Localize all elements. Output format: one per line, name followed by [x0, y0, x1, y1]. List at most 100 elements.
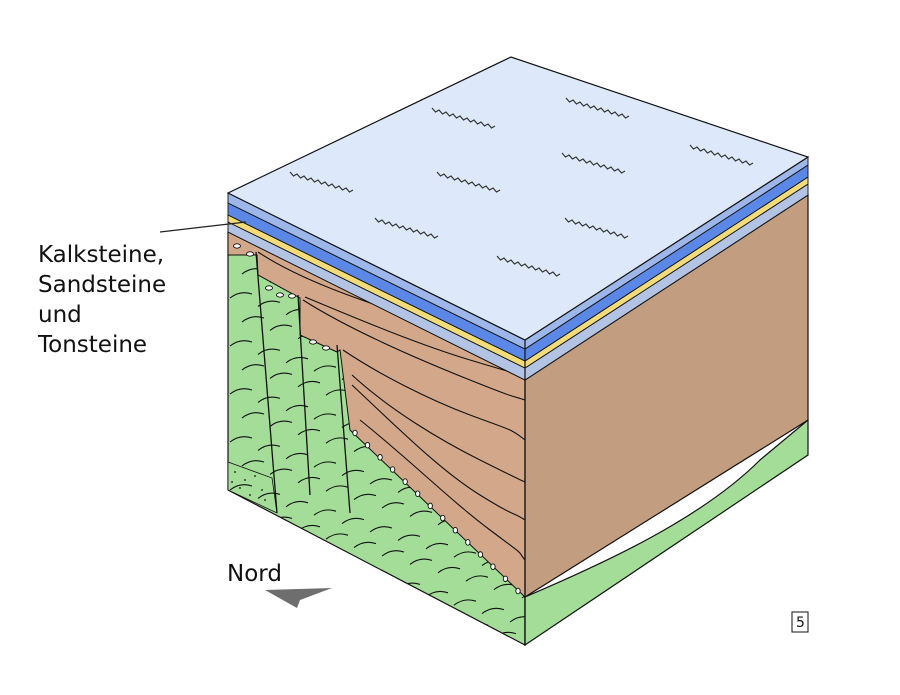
hatch-stroke: [257, 540, 281, 547]
hatch-stroke: [269, 612, 293, 619]
wave-mark: [374, 217, 439, 239]
pebble: [364, 441, 371, 449]
sand-dot: [249, 494, 251, 496]
hatch-stroke: [453, 599, 477, 606]
pebble: [402, 478, 408, 485]
hatch-stroke: [481, 607, 505, 615]
hatch-stroke: [229, 292, 253, 299]
hatch-stroke: [285, 644, 309, 645]
hatch-stroke: [313, 605, 337, 612]
pebble: [322, 345, 330, 351]
pebble: [490, 563, 496, 570]
hatch-stroke: [341, 469, 365, 477]
hatch-stroke: [409, 606, 433, 613]
wave-mark: [561, 152, 626, 174]
sand-dot: [264, 499, 266, 501]
sand-dot: [254, 475, 256, 477]
label-line-3: und: [38, 302, 82, 328]
hatch-stroke: [465, 623, 489, 630]
pebble: [276, 292, 284, 298]
wave-mark: [436, 171, 501, 193]
hatch-stroke: [325, 437, 349, 444]
hatch-stroke: [409, 558, 433, 565]
hatch-stroke: [314, 654, 336, 659]
fault-lines: [255, 251, 351, 514]
hatch-stroke: [297, 572, 321, 580]
hatch-stroke: [285, 452, 309, 460]
hatch-stroke: [466, 672, 488, 677]
hatch-stroke: [465, 575, 489, 582]
hatch-stroke: [397, 630, 421, 637]
hatch-stroke: [241, 508, 265, 515]
sand-dot: [234, 471, 236, 473]
hatch-stroke: [325, 485, 349, 492]
pebble: [440, 514, 446, 522]
hatch-stroke: [353, 637, 377, 645]
right-face-bedrock: [524, 418, 809, 647]
wave-marks: [289, 97, 754, 277]
page-number-box: [791, 611, 809, 633]
hatch-stroke: [313, 461, 337, 468]
hatch-stroke: [521, 592, 525, 599]
hatch-stroke: [341, 613, 365, 621]
hatch-stroke: [342, 662, 364, 667]
hatch-stroke: [313, 557, 337, 564]
hatch-stroke: [229, 388, 253, 395]
pebble: [465, 539, 471, 546]
hatch-stroke: [285, 548, 309, 556]
hatch-stroke: [509, 616, 525, 623]
hatch-stroke: [410, 655, 432, 660]
hatch-stroke: [425, 542, 449, 550]
page-number: 5: [796, 615, 805, 631]
hatch-stroke: [494, 680, 516, 685]
hatch-stroke: [313, 509, 337, 516]
hatch-stroke: [269, 324, 293, 331]
hatch-stroke: [409, 510, 433, 517]
hatch-stroke: [438, 663, 460, 668]
hatch-stroke: [381, 598, 405, 605]
hatch-stroke: [381, 550, 405, 557]
hatch-stroke: [241, 316, 265, 323]
pebble: [452, 526, 458, 534]
sandstone-dots: [231, 471, 266, 501]
pebble: [309, 339, 317, 345]
hatch-stroke: [313, 413, 337, 420]
north-label: Nord: [227, 561, 282, 587]
pebble: [377, 454, 383, 461]
wave-mark: [496, 255, 561, 277]
hatch-stroke: [257, 348, 281, 355]
hatch-stroke: [241, 604, 265, 611]
pebble: [515, 587, 521, 595]
hatch-stroke: [229, 436, 253, 443]
pebble: [502, 575, 509, 583]
hatch-stroke: [285, 356, 309, 364]
hatch-stroke: [426, 687, 448, 692]
hatch-stroke: [398, 679, 420, 684]
hatch-stroke: [269, 468, 293, 475]
wave-mark: [289, 171, 354, 193]
hatch-stroke: [353, 589, 377, 597]
hatch-stroke: [437, 614, 461, 622]
hatch-stroke: [381, 502, 405, 509]
wave-mark: [689, 144, 754, 166]
hatch-stroke: [269, 372, 293, 379]
pebble: [415, 490, 421, 498]
sand-dot: [231, 481, 233, 483]
hatch-stroke: [353, 541, 377, 549]
hatch-stroke: [325, 581, 349, 588]
pebble: [233, 243, 241, 249]
hatch-stroke: [241, 364, 265, 371]
hatch-stroke: [370, 671, 392, 676]
hatch-stroke: [285, 404, 309, 412]
hatch-stroke: [241, 460, 265, 467]
hatch-stroke: [257, 492, 281, 499]
hatch-stroke: [297, 620, 321, 628]
pebble: [246, 251, 254, 257]
wave-mark: [565, 97, 630, 119]
hatch-stroke: [325, 629, 349, 636]
hatch-stroke: [437, 566, 461, 574]
pebble: [389, 466, 396, 473]
hatch-stroke: [369, 526, 393, 533]
pebble: [427, 502, 433, 510]
